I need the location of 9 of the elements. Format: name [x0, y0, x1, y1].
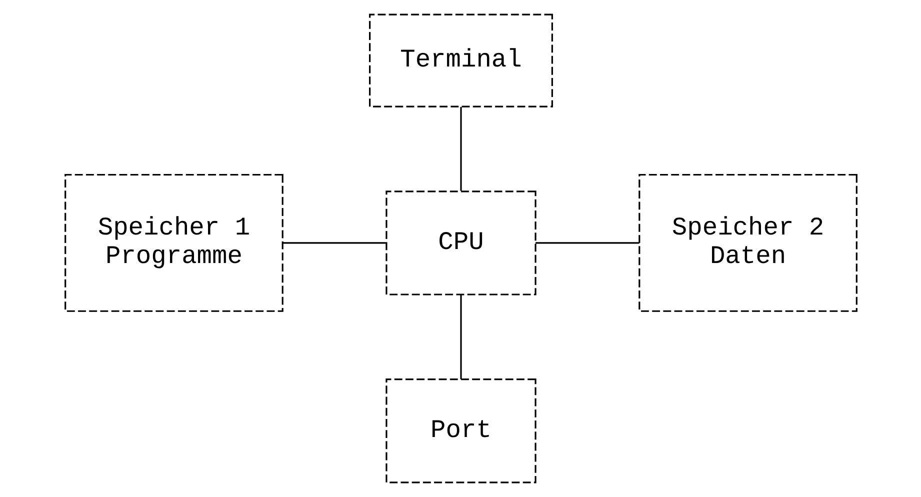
node-box: CPU: [385, 190, 536, 296]
node-box: Speicher 1 Programme: [64, 174, 283, 312]
node-box: Terminal: [368, 14, 552, 108]
connector: [282, 242, 386, 244]
node-box: Speicher 2 Daten: [638, 174, 857, 312]
connector: [535, 242, 639, 244]
connector: [460, 106, 462, 191]
node-box: Port: [385, 378, 536, 484]
connector: [460, 294, 462, 380]
